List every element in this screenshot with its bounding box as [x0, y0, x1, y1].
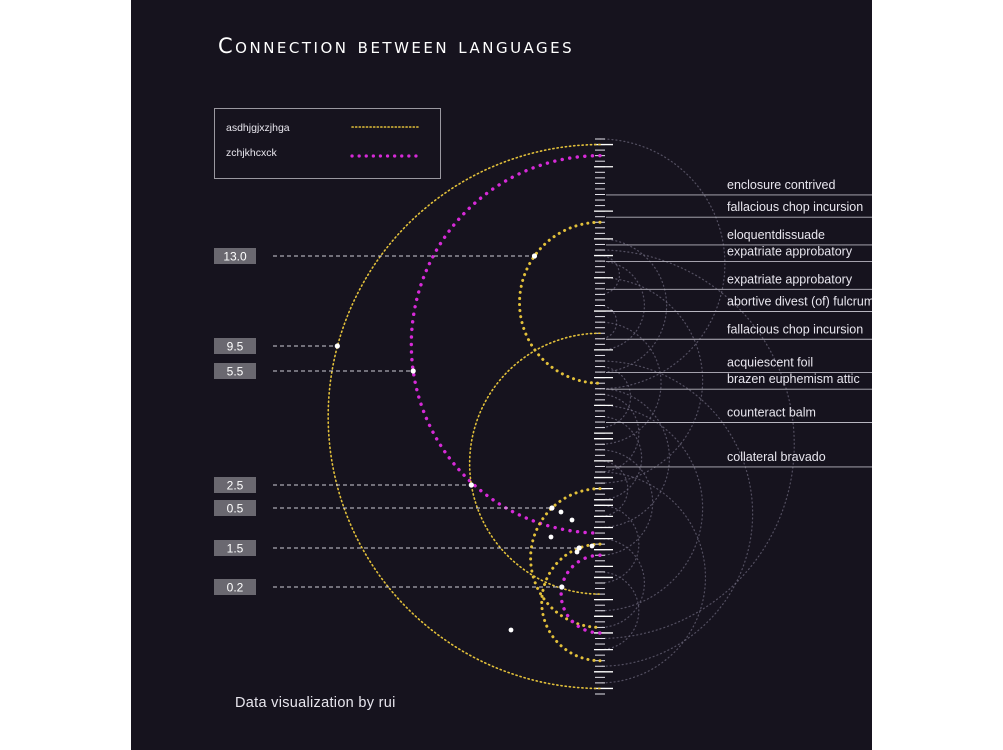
value-label-6: 0.2	[227, 581, 244, 595]
value-marker-4	[549, 505, 555, 511]
ghost-arc-16	[599, 504, 640, 584]
value-marker-2	[410, 368, 416, 374]
value-label-0: 13.0	[223, 250, 247, 264]
legend-label-series-2: zchjkhcxck	[226, 147, 277, 159]
cluster-dot	[548, 534, 554, 540]
legend-swatches	[350, 126, 422, 158]
ghost-arc-6	[599, 365, 632, 429]
ghost-arc-11	[599, 460, 629, 517]
node-label: counteract balm	[727, 406, 816, 420]
ghost-arc-0	[599, 138, 726, 390]
ghost-arc-12	[599, 449, 654, 556]
cluster-dot	[589, 543, 595, 549]
ghost-arc-1	[599, 238, 668, 373]
chart-title: Connection between languages	[218, 34, 575, 58]
link-arc-2	[518, 220, 602, 385]
node-label: enclosure contrived	[727, 178, 835, 192]
value-badge-4	[214, 500, 256, 516]
node-label: collateral bravado	[727, 450, 826, 464]
value-badge-6	[214, 579, 256, 595]
node-label: acquiescent foil	[727, 356, 813, 370]
node-label: expatriate approbatory	[727, 272, 853, 286]
ghost-arc-18	[599, 571, 640, 651]
value-label-4: 0.5	[227, 502, 244, 516]
value-badge-1	[214, 338, 256, 354]
legend: asdhjgjxzjhga zchjkhcxck	[214, 108, 441, 179]
arc-chart: enclosure contrived fallacious chop incur…	[214, 138, 872, 695]
value-marker-3	[468, 482, 474, 488]
legend-label-series-1: asdhjgjxzjhga	[226, 122, 290, 134]
node-label: fallacious chop incursion	[727, 322, 863, 336]
link-arc-4	[529, 487, 602, 629]
value-badge-5	[214, 540, 256, 556]
node-label: brazen euphemism attic	[727, 372, 860, 386]
ghost-arc-7	[599, 393, 640, 473]
ghost-arc-15	[599, 249, 795, 640]
credit-text: Data visualization by rui	[235, 695, 396, 711]
ghost-arc-5	[599, 321, 662, 445]
value-label-5: 1.5	[227, 542, 244, 556]
ghost-arc-2	[599, 260, 645, 351]
node-label: eloquentdissuade	[727, 228, 825, 242]
ghost-arc-4	[599, 304, 618, 340]
link-arc-1	[409, 153, 602, 535]
cluster-dot	[569, 517, 575, 523]
ghost-arc-13	[599, 404, 704, 612]
link-arc-6	[559, 553, 602, 635]
value-marker-6	[559, 584, 565, 590]
cluster-dot	[558, 509, 564, 515]
cluster-dot	[574, 549, 580, 555]
ghost-arc-17	[599, 538, 645, 628]
node-label: expatriate approbatory	[727, 245, 853, 259]
value-label-1: 9.5	[227, 340, 244, 354]
ghost-arc-19	[599, 471, 706, 684]
ghost-arc-3	[599, 254, 620, 295]
value-badge-0	[214, 248, 256, 264]
cluster-dot	[508, 627, 514, 633]
value-label-3: 2.5	[227, 479, 244, 493]
ghost-arc-10	[599, 415, 643, 501]
node-label: fallacious chop incursion	[727, 200, 863, 214]
node-label: abortive divest (of) fulcrum	[727, 295, 872, 309]
ghost-arc-8	[599, 388, 670, 529]
value-badge-3	[214, 477, 256, 493]
value-marker-0	[531, 253, 538, 259]
link-arc-0	[327, 143, 601, 690]
link-arc-3	[468, 332, 601, 595]
value-badge-2	[214, 363, 256, 379]
value-marker-1	[334, 343, 340, 349]
link-arc-5	[540, 542, 602, 663]
poster: Connection between languages enclosure c…	[131, 0, 872, 750]
value-marker-5	[576, 545, 582, 551]
value-label-2: 5.5	[227, 365, 244, 379]
ghost-arc-14	[599, 360, 754, 667]
